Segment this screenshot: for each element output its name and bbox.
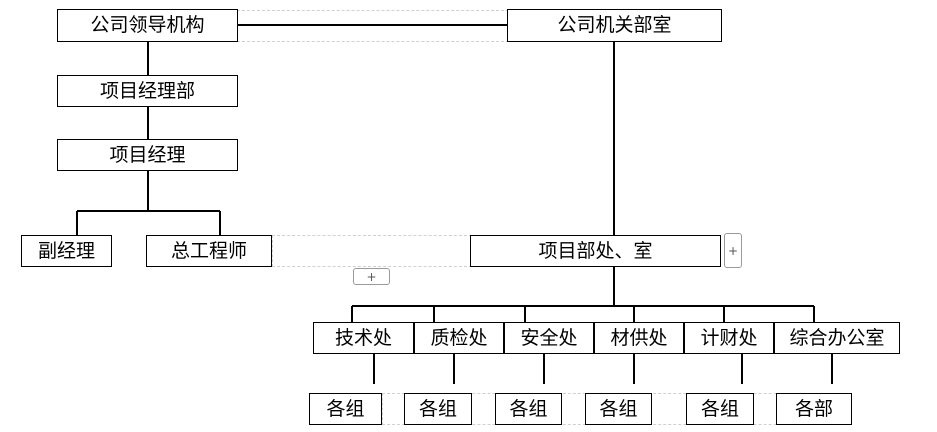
node-group-materials[interactable]: 各组 <box>585 393 652 425</box>
node-deputy-manager[interactable]: 副经理 <box>21 235 112 267</box>
node-project-office[interactable]: 项目部处、室 <box>470 235 721 267</box>
node-group-general[interactable]: 各部 <box>776 393 852 425</box>
node-group-finance[interactable]: 各组 <box>686 393 754 425</box>
add-node-button-right[interactable]: + <box>724 233 742 268</box>
add-node-button-left[interactable]: + <box>353 268 390 285</box>
node-materials[interactable]: 材供处 <box>594 322 684 354</box>
node-project-manager[interactable]: 项目经理 <box>57 139 238 171</box>
node-group-safety[interactable]: 各组 <box>495 393 562 425</box>
node-finance[interactable]: 计财处 <box>684 322 774 354</box>
node-quality[interactable]: 质检处 <box>414 322 504 354</box>
node-group-quality[interactable]: 各组 <box>404 393 472 425</box>
node-tech[interactable]: 技术处 <box>313 322 414 354</box>
node-chief-engineer[interactable]: 总工程师 <box>146 235 272 267</box>
node-group-tech[interactable]: 各组 <box>309 393 382 425</box>
node-safety[interactable]: 安全处 <box>504 322 594 354</box>
node-project-dept[interactable]: 项目经理部 <box>57 75 238 107</box>
node-general-office[interactable]: 综合办公室 <box>774 322 900 354</box>
node-leadership[interactable]: 公司领导机构 <box>57 9 238 42</box>
node-dept-office[interactable]: 公司机关部室 <box>507 9 722 42</box>
